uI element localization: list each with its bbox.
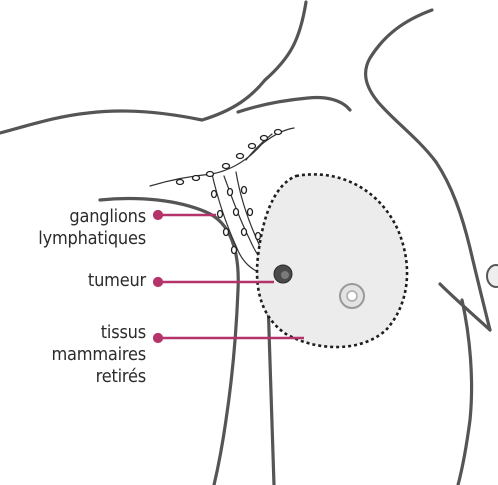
- label-removed-tissue-line3: retirés: [51, 366, 146, 388]
- removed-breast-tissue: [257, 174, 407, 347]
- label-lymph-nodes-line2: lymphatiques: [38, 228, 146, 250]
- left-nipple: [340, 284, 364, 308]
- leader-dot-tissus: [154, 334, 162, 342]
- label-lymph-nodes: ganglions lymphatiques: [38, 206, 146, 250]
- tumor: [274, 265, 292, 283]
- label-tumor-line1: tumeur: [88, 270, 146, 292]
- right-nipple: [487, 265, 498, 287]
- label-tumor: tumeur: [88, 270, 146, 292]
- label-removed-tissue-line1: tissus: [51, 322, 146, 344]
- label-removed-tissue-line2: mammaires: [51, 344, 146, 366]
- label-lymph-nodes-line1: ganglions: [38, 206, 146, 228]
- leader-dot-ganglions: [154, 211, 162, 219]
- leader-dot-tumeur: [154, 278, 162, 286]
- label-removed-tissue: tissus mammaires retirés: [51, 322, 146, 388]
